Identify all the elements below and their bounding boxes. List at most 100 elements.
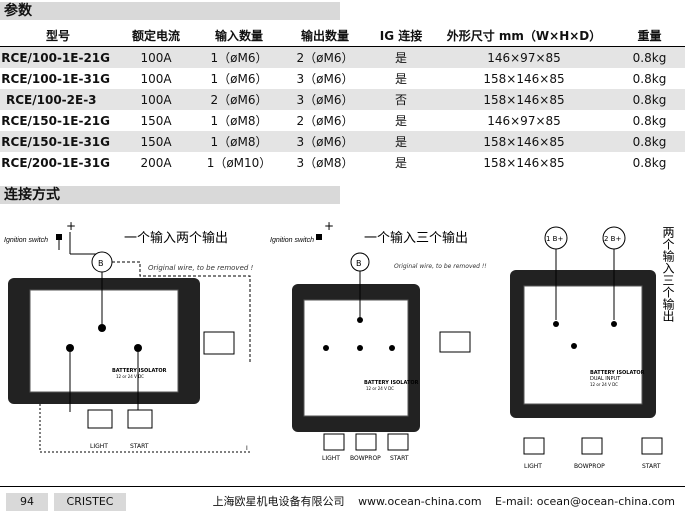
cell-model: RCE/200-1E-31G	[1, 155, 110, 170]
cell-model: RCE/100-2E-3	[0, 89, 116, 110]
cell-weight: 0.8kg	[614, 131, 685, 152]
cell-dimensions: 158×146×85	[434, 131, 614, 152]
isolator-label: BATTERY ISOLATOR	[364, 380, 419, 386]
table-row: RCE/100-2E-3 100A 2（øM6） 3（øM6） 否 158×14…	[0, 89, 685, 110]
cell-inputs: 1（øM8）	[196, 131, 282, 152]
cell-current: 200A	[140, 155, 172, 170]
isolator-label: BATTERY ISOLATOR	[112, 368, 167, 374]
cell-ig: 是	[394, 72, 407, 86]
cell-dimensions: 158×146×85	[483, 71, 565, 86]
cell-ig: 否	[368, 89, 434, 110]
table-row: RCE/200-1E-31G 200A 1（øM10） 3（øM8） 是 158…	[0, 152, 685, 173]
original-wire-note: Original wire, to be removed !	[148, 264, 254, 272]
battery-bowprop-icon	[355, 433, 377, 451]
cell-inputs: 1（øM10）	[206, 156, 272, 170]
b-terminal-label: B	[98, 259, 104, 268]
battery-start-icon	[127, 409, 153, 429]
input-2-terminal-dot	[611, 321, 617, 327]
cell-model: RCE/100-1E-31G	[1, 71, 110, 86]
cell-inputs: 1（øM6）	[196, 46, 282, 68]
brand-name: CRISTEC	[54, 493, 126, 511]
battery-light-icon	[323, 433, 345, 451]
output-start-label: START	[390, 455, 409, 462]
isolator-spec: 12 or 24 V DC	[366, 386, 394, 391]
output-terminal-icon	[571, 343, 577, 349]
cell-outputs: 3（øM6）	[282, 131, 368, 152]
cell-inputs: 1（øM6）	[210, 72, 268, 86]
output-light-label: LIGHT	[90, 443, 108, 450]
ignition-switch-icon	[56, 234, 62, 250]
output-terminal-2-icon	[134, 344, 142, 352]
cell-model: RCE/100-1E-21G	[0, 46, 116, 68]
header-weight: 重量	[614, 24, 685, 47]
starter-motor-icon	[439, 331, 471, 353]
isolator-sub: DUAL INPUT	[590, 376, 621, 382]
header-outputs: 输出数量	[282, 24, 368, 47]
header-current: 额定电流	[116, 24, 196, 47]
table-row: RCE/150-1E-21G 150A 1（øM8） 2（øM6） 是 146×…	[0, 110, 685, 131]
input-terminal-icon	[357, 317, 363, 323]
table-row: RCE/100-1E-31G 100A 1（øM6） 3（øM6） 是 158×…	[0, 68, 685, 89]
input-1-label: 1 B+	[546, 235, 563, 243]
output-start-label: START	[642, 463, 661, 470]
input-terminal-icon	[98, 324, 106, 332]
ignition-switch-label: Ignition switch	[4, 237, 48, 244]
isolator-spec: 12 or 24 V DC	[590, 382, 618, 387]
cell-outputs: 3（øM6）	[282, 89, 368, 110]
cell-weight: 0.8kg	[632, 71, 667, 86]
cell-outputs: 2（øM6）	[296, 114, 354, 128]
cell-dimensions: 146×97×85	[487, 113, 561, 128]
b-terminal-label: B	[356, 259, 362, 268]
website-link[interactable]: www.ocean-china.com	[358, 495, 482, 508]
cell-current: 150A	[116, 131, 196, 152]
output-bowprop-label: BOWPROP	[350, 455, 381, 462]
cell-outputs: 3（øM6）	[296, 72, 354, 86]
output-terminal-1-icon	[323, 345, 329, 351]
config-note: 一个输入两个输出	[124, 230, 228, 246]
connection-section-bar	[0, 186, 340, 204]
cell-weight: 0.8kg	[614, 89, 685, 110]
header-inputs: 输入数量	[196, 24, 282, 47]
cell-inputs: 2（øM6）	[196, 89, 282, 110]
output-terminal-3-icon	[389, 345, 395, 351]
cell-current: 100A	[116, 46, 196, 68]
email-link[interactable]: E-mail: ocean@ocean-china.com	[495, 495, 675, 508]
battery-start-icon	[387, 433, 409, 451]
connection-section-title: 连接方式	[4, 187, 60, 203]
output-bowprop-label: BOWPROP	[574, 463, 605, 470]
params-section-bar	[0, 2, 340, 20]
battery-isolator-panel	[523, 285, 643, 405]
header-ig: IG 连接	[368, 24, 434, 47]
wiring-diagram-2: Ignition switch + 一个输入三个输出 B Original wi…	[270, 219, 487, 462]
cell-ig: 是	[368, 131, 434, 152]
wiring-diagram-1: Ignition switch + 一个输入两个输出 B Original wi…	[4, 219, 254, 453]
output-start-label: START	[130, 443, 149, 450]
battery-light-icon	[523, 437, 545, 455]
cell-dimensions: 158×146×85	[483, 155, 565, 170]
header-model: 型号	[0, 24, 116, 47]
cell-current: 100A	[116, 89, 196, 110]
output-terminal-2-icon	[357, 345, 363, 351]
isolator-spec: 12 or 24 V DC	[116, 374, 144, 379]
table-row: RCE/100-1E-21G 100A 1（øM6） 2（øM6） 是 146×…	[0, 46, 685, 68]
ignition-switch-icon	[316, 234, 322, 240]
cell-weight: 0.8kg	[632, 155, 667, 170]
cell-model: RCE/150-1E-31G	[0, 131, 116, 152]
output-light-label: LIGHT	[524, 463, 542, 470]
ignition-switch-label: Ignition switch	[270, 237, 314, 244]
plus-label: +	[324, 219, 334, 233]
original-wire-note: Original wire, to be removed !!	[394, 263, 487, 270]
starter-motor-icon	[203, 331, 235, 355]
cell-weight: 0.8kg	[632, 113, 667, 128]
footer-contact: 上海欧星机电设备有限公司 www.ocean-china.com E-mail:…	[213, 493, 675, 511]
output-terminal-1-icon	[66, 344, 74, 352]
tick-mark: I	[246, 445, 248, 452]
page-number: 94	[6, 493, 48, 511]
isolator-label: BATTERY ISOLATOR	[590, 370, 645, 376]
wiring-diagram-3: 1 B+ 2 B+ 两个输入三个输出 BATTERY ISOLATOR DUAL…	[510, 226, 675, 470]
params-section-title: 参数	[4, 3, 32, 19]
cell-dimensions: 146×97×85	[434, 46, 614, 68]
company-name: 上海欧星机电设备有限公司	[212, 495, 345, 508]
battery-start-icon	[641, 437, 663, 455]
cell-current: 150A	[140, 113, 172, 128]
